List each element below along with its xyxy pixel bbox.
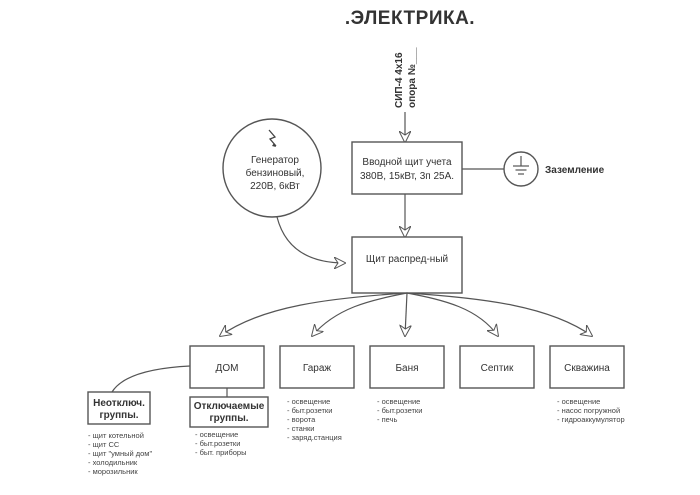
switchable-items: - освещение - быт.розетки - быт. приборы <box>195 430 247 457</box>
generator: Генератор бензиновый, 220В, 6кВт <box>222 118 345 263</box>
arrow-to-banya <box>405 292 407 336</box>
branch-garage-box <box>279 345 355 389</box>
group-switchable-box <box>189 396 269 428</box>
list-item: - печь <box>377 415 397 424</box>
list-item: - быт.розетки <box>287 406 332 415</box>
branch-garage-label: Гараж <box>303 363 332 374</box>
list-item: - холодильник <box>88 458 138 467</box>
branch-banya-box <box>369 345 445 389</box>
lightning-icon <box>268 129 277 147</box>
group-switchable-line1: Отключаемые <box>194 401 265 412</box>
generator-line3: 220В, 6кВт <box>250 181 300 192</box>
well-items: - освещение - насос погружной - гидроакк… <box>557 397 625 424</box>
cable-label-line1: СИП-4 4х16 <box>394 52 405 108</box>
list-item: - щит СС <box>88 440 120 449</box>
branch-dom: ДОМ <box>189 345 265 389</box>
group-nonswitchable-line2: группы. <box>99 410 138 421</box>
branch-dom-box <box>189 345 265 389</box>
list-item: - заряд.станция <box>287 433 342 442</box>
list-item: - щит котельной <box>88 431 144 440</box>
arrow-to-septic <box>406 292 498 336</box>
branch-banya-label: Баня <box>395 363 418 374</box>
branch-banya: Баня <box>369 345 445 389</box>
branch-septic-label: Септик <box>481 363 514 374</box>
input-panel-line1: Вводной щит учета <box>362 157 452 168</box>
generator-circle <box>222 118 322 218</box>
input-panel-box <box>351 141 463 195</box>
arrow-to-dom <box>220 292 408 336</box>
grounding-label: Заземление <box>545 165 605 176</box>
input-panel-line2: 380В, 15кВт, 3п 25А. <box>360 171 454 182</box>
cable-feed: СИП-4 4х16 опора №___ <box>394 47 418 142</box>
distribution-label: Щит распред-ный <box>366 254 448 265</box>
list-item: - станки <box>287 424 314 433</box>
grounding: Заземление <box>462 151 605 187</box>
garage-items: - освещение - быт.розетки - ворота - ста… <box>287 397 342 442</box>
list-item: - освещение <box>195 430 238 439</box>
generator-to-distribution-arrow <box>276 216 345 263</box>
list-item: - ворота <box>287 415 316 424</box>
nonswitchable-items: - щит котельной - щит СС - щит "умный до… <box>88 431 152 476</box>
list-item: - гидроаккумулятор <box>557 415 625 424</box>
list-item: - освещение <box>287 397 330 406</box>
list-item: - быт. приборы <box>195 448 247 457</box>
generator-line2: бензиновый, <box>246 167 305 179</box>
list-item: - быт.розетки <box>195 439 240 448</box>
branch-garage: Гараж <box>279 345 355 389</box>
branch-well-label: Скважина <box>564 363 610 374</box>
list-item: - освещение <box>557 397 600 406</box>
lightning-tip-icon <box>272 143 276 147</box>
branch-well: Скважина <box>549 345 625 389</box>
group-nonswitchable-box <box>87 391 151 425</box>
dom-to-nonswitchable-line <box>111 365 191 393</box>
group-switchable-line2: группы. <box>209 413 248 424</box>
list-item: - быт.розетки <box>377 406 422 415</box>
group-nonswitchable: Неотключ. группы. <box>87 391 151 425</box>
cable-label-line2: опора №___ <box>407 47 418 108</box>
page-title: .ЭЛЕКТРИКА. <box>345 8 475 29</box>
distribution-panel: Щит распред-ный <box>351 236 463 294</box>
input-panel: Вводной щит учета 380В, 15кВт, 3п 25А. <box>351 141 463 195</box>
branch-septic-box <box>459 345 535 389</box>
list-item: - щит "умный дом" <box>88 449 152 458</box>
branch-well-box <box>549 345 625 389</box>
list-item: - насос погружной <box>557 406 620 415</box>
grounding-symbol <box>503 151 539 187</box>
group-nonswitchable-line1: Неотключ. <box>93 398 145 409</box>
generator-line1: Генератор <box>251 155 299 166</box>
list-item: - освещение <box>377 397 420 406</box>
list-item: - морозильник <box>88 467 138 476</box>
arrow-to-garage <box>312 292 408 336</box>
branch-septic: Септик <box>459 345 535 389</box>
branch-dom-label: ДОМ <box>216 363 239 374</box>
group-switchable: Отключаемые группы. <box>189 396 269 428</box>
distribution-panel-box <box>351 236 463 294</box>
arrow-to-well <box>406 292 592 336</box>
banya-items: - освещение - быт.розетки - печь <box>377 397 422 424</box>
